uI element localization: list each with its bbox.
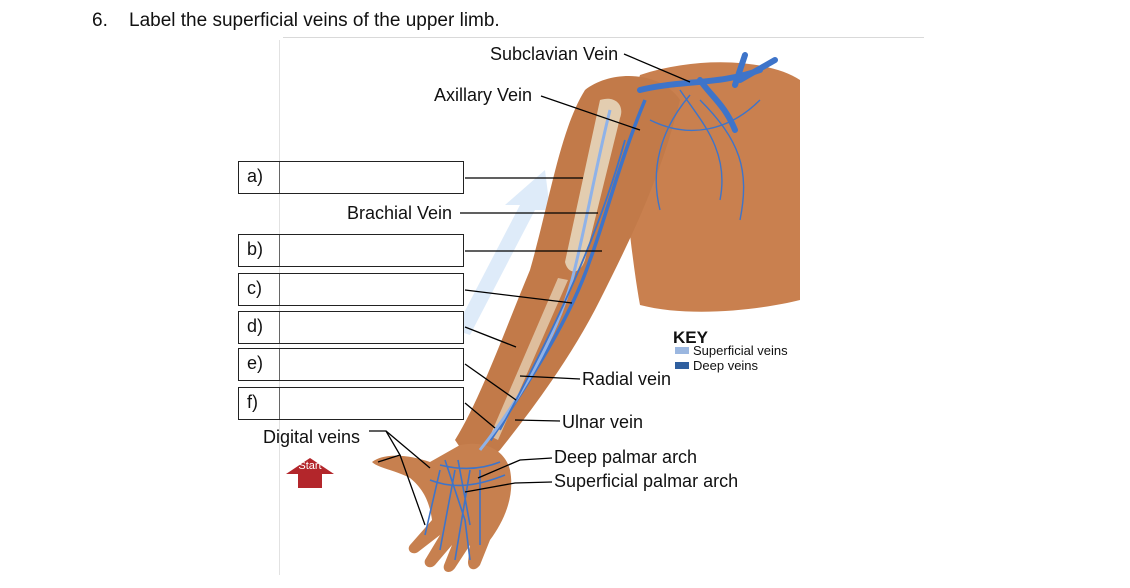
- label-radial-vein: Radial vein: [582, 369, 672, 389]
- label-ulnar-vein: Ulnar vein: [562, 412, 644, 432]
- answer-box-tag: e): [247, 353, 264, 373]
- start-button-label: Start: [298, 460, 322, 472]
- answer-box-a[interactable]: a): [238, 161, 464, 194]
- direction-guide-arrow: [455, 170, 550, 335]
- label-brachial-vein: Brachial Vein: [347, 203, 453, 223]
- leader-ulnar: [514, 419, 561, 422]
- answer-slot[interactable]: [279, 349, 463, 380]
- question-number: 6.: [92, 10, 108, 31]
- leader-f: [464, 402, 496, 429]
- answer-box-tag: b): [247, 239, 264, 259]
- leader-d: [464, 326, 517, 348]
- answer-slot[interactable]: [279, 388, 463, 419]
- answer-slot[interactable]: [279, 162, 463, 193]
- answer-box-e[interactable]: e): [238, 348, 464, 381]
- leader-superficial-palmar: [464, 481, 553, 493]
- label-digital-veins: Digital veins: [263, 427, 361, 447]
- answer-box-tag: a): [247, 166, 264, 186]
- subclavian-vein-shape: [637, 52, 778, 133]
- answer-box-tag: d): [247, 316, 264, 336]
- frame-top-edge: [283, 37, 924, 38]
- answer-slot[interactable]: [279, 235, 463, 266]
- leader-axillary: [540, 95, 641, 131]
- hand-skin: [372, 443, 512, 572]
- answer-slot[interactable]: [279, 312, 463, 343]
- arm-skin: [455, 76, 680, 463]
- leader-digital-3: [399, 454, 426, 526]
- label-axillary-vein: Axillary Vein: [434, 85, 533, 105]
- label-deep-palmar-arch: Deep palmar arch: [554, 447, 698, 467]
- answer-box-tag: c): [247, 278, 262, 298]
- answer-box-b[interactable]: b): [238, 234, 464, 267]
- label-subclavian-vein: Subclavian Vein: [490, 44, 619, 64]
- legend-item-deep: Deep veins: [675, 358, 758, 373]
- forearm-bones: [490, 278, 568, 440]
- frame-left-edge: [279, 40, 280, 575]
- leader-e: [464, 363, 517, 401]
- leader-deep-palmar: [477, 457, 553, 479]
- palmar-vein-network: [424, 459, 506, 561]
- legend-swatch-superficial: [675, 347, 689, 354]
- answer-box-d[interactable]: d): [238, 311, 464, 344]
- legend-label: Superficial veins: [693, 343, 788, 358]
- leader-c: [464, 289, 573, 304]
- leader-radial: [519, 375, 581, 380]
- legend-item-superficial: Superficial veins: [675, 343, 788, 358]
- label-superficial-palmar-arch: Superficial palmar arch: [554, 471, 739, 491]
- answer-slot[interactable]: [279, 274, 463, 305]
- legend-swatch-deep: [675, 362, 689, 369]
- up-arrow-icon: [286, 458, 334, 488]
- answer-box-c[interactable]: c): [238, 273, 464, 306]
- arm-vein-superficial-2: [499, 139, 626, 431]
- start-button[interactable]: Start: [286, 458, 334, 488]
- leader-digital: [369, 430, 401, 463]
- answer-box-f[interactable]: f): [238, 387, 464, 420]
- leader-digital-2: [385, 430, 431, 469]
- leader-subclavian: [623, 53, 691, 83]
- question-text: Label the superficial veins of the upper…: [129, 10, 500, 31]
- legend-title: KEY: [673, 328, 708, 347]
- answer-box-tag: f): [247, 392, 258, 412]
- chest-vein-pattern: [649, 89, 761, 221]
- legend-label: Deep veins: [693, 358, 759, 373]
